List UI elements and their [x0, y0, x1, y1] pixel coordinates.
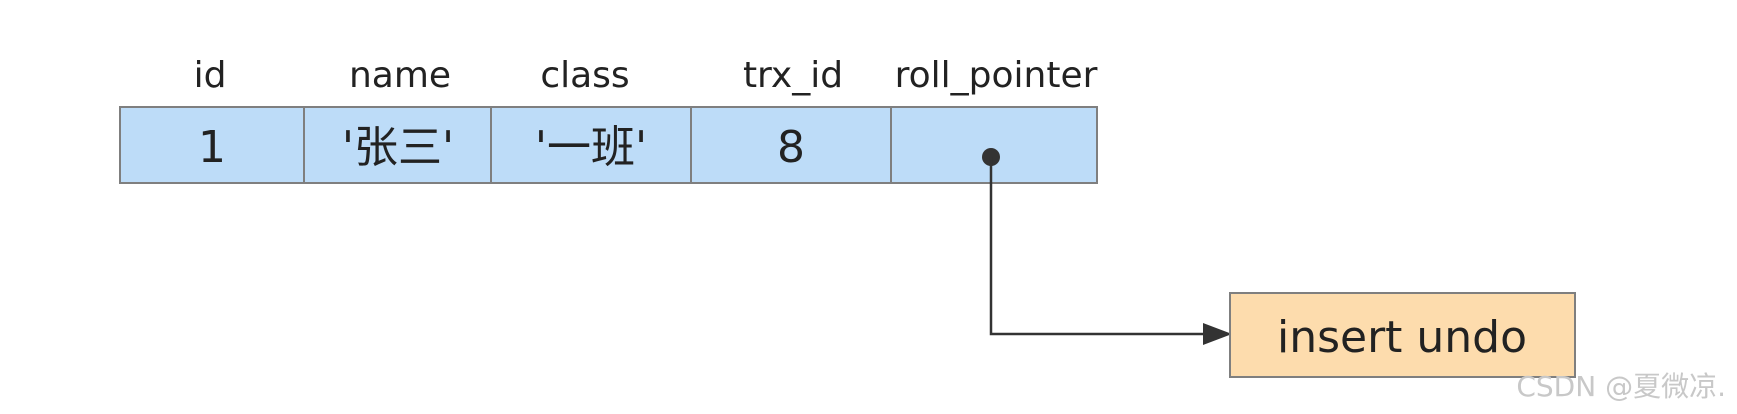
cell-roll-pointer: [890, 106, 1098, 184]
header-id: id: [194, 55, 227, 96]
insert-undo-box: [1229, 292, 1576, 378]
cell-name: [303, 106, 492, 184]
watermark-text: CSDN @夏微凉.: [1516, 370, 1726, 403]
cell-name-value: '张三': [342, 122, 454, 173]
insert-undo-node: insert undo: [1229, 292, 1576, 378]
column-headers: id name class trx_id roll_pointer: [194, 55, 1098, 96]
cell-id-value: 1: [198, 122, 226, 173]
pointer-line: [989, 157, 1205, 336]
cell-id: [119, 106, 305, 184]
arrow-head-icon: [1203, 323, 1232, 345]
header-class: class: [540, 55, 629, 96]
header-name: name: [349, 55, 451, 96]
header-roll-pointer: roll_pointer: [895, 55, 1098, 96]
header-trx-id: trx_id: [743, 55, 843, 96]
cell-trx-id-value: 8: [777, 122, 805, 173]
record-row: 1 '张三' '一班' 8: [119, 106, 1098, 184]
roll-pointer-connector: [982, 148, 1232, 345]
cell-class: [490, 106, 692, 184]
insert-undo-label: insert undo: [1277, 312, 1527, 363]
cell-class-value: '一班': [535, 122, 647, 173]
